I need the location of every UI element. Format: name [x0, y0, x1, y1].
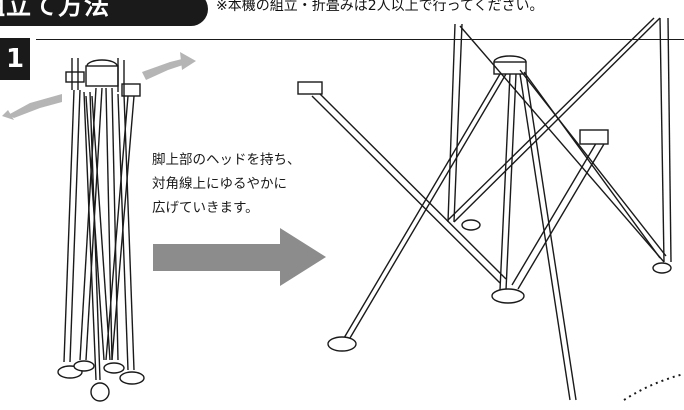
direction-arrow-icon: [153, 228, 326, 286]
section-note: ※本機の組立・折畳みは2人以上で行ってください。: [216, 0, 544, 14]
step-divider: [36, 39, 684, 40]
instruction-text: 脚上部のヘッドを持ち、 対角線上にゆるやかに 広げていきます。: [152, 148, 352, 220]
section-title: 組立て方法: [0, 0, 111, 20]
step-number-badge: 1: [0, 38, 30, 80]
folded-stand-illustration: [57, 58, 145, 402]
spread-arrow-left-icon: [2, 94, 62, 120]
title-pill: 組立て方法: [0, 0, 208, 26]
title-band: 組立て方法 ※本機の組立・折畳みは2人以上で行ってください。: [0, 0, 684, 30]
opened-stand-illustration: [297, 17, 684, 401]
instruction-line-3: 広げていきます。: [152, 200, 259, 216]
spread-arrow-right-icon: [142, 52, 196, 80]
instruction-line-2: 対角線上にゆるやかに: [152, 176, 287, 192]
instruction-line-1: 脚上部のヘッドを持ち、: [152, 152, 301, 168]
